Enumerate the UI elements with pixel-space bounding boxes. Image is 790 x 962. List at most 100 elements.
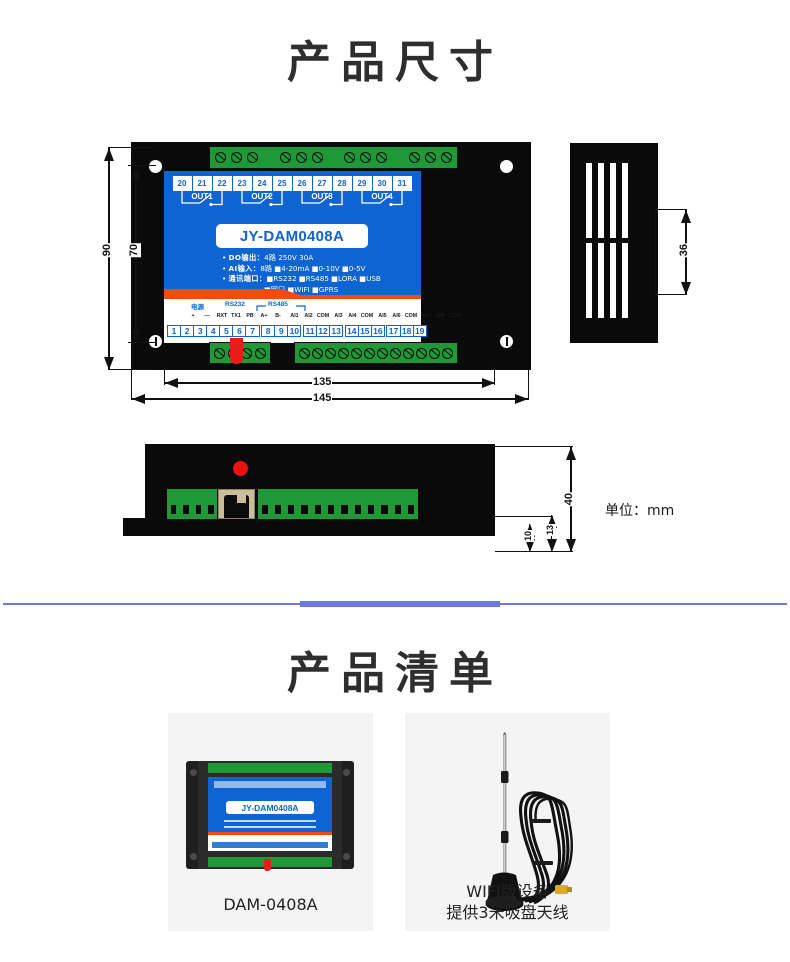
relay-number: 30 — [372, 176, 392, 191]
mini-terminal-top — [208, 763, 332, 773]
pin-group-ai3: 14 15 16 — [344, 325, 385, 337]
group-label-rs232: RS232 — [225, 301, 245, 308]
bottom-terminal-block-right — [294, 342, 458, 364]
device-spec-list: DO输出：4路 250V 30A AI输入：8路 ■4-20mA ■0-10V … — [222, 253, 421, 295]
relay-number: 21 — [192, 176, 212, 191]
relay-number: 22 — [212, 176, 232, 191]
rj45-ethernet-port — [218, 489, 255, 519]
relay-number: 27 — [312, 176, 332, 191]
pin-number: 14 — [344, 325, 359, 337]
pin-label: + — [191, 313, 195, 319]
pin-number: 16 — [370, 325, 385, 337]
mini-red-tab — [264, 859, 271, 871]
pin-label: COM — [360, 313, 374, 319]
spec-key: AI输入： — [228, 263, 261, 273]
spec-value: ■RS232 ■RS485 ■LORA ■USB — [266, 274, 381, 284]
pin-number: 13 — [329, 325, 344, 337]
pin-group-ai4: 17 18 19 — [386, 325, 427, 337]
pin-number: 4 — [206, 325, 221, 337]
pin-label: TX1 — [231, 313, 241, 319]
vent-slot — [598, 163, 604, 238]
dimension-value: 145 — [312, 392, 333, 405]
pin-number: 18 — [399, 325, 414, 337]
dimension-value: 10 — [523, 530, 534, 543]
pin-number: 6 — [232, 325, 247, 337]
relay-number: 28 — [332, 176, 352, 191]
group-label-rs485: RS485 — [268, 301, 288, 308]
vent-slot — [586, 243, 592, 318]
vent-slot — [610, 163, 616, 238]
spec-key: DO输出： — [228, 253, 265, 262]
pin-number: 10 — [287, 325, 302, 337]
pin-number: 5 — [219, 325, 234, 337]
front-view-drawing: 20 21 22 23 24 25 26 27 28 29 30 31 — [131, 142, 531, 370]
section-divider — [0, 600, 790, 608]
power-led-indicator — [233, 461, 248, 476]
relay-number: 31 — [392, 176, 412, 191]
red-reset-tab — [230, 338, 243, 364]
pin-group-ai2: 11 12 13 — [302, 325, 344, 337]
relay-number: 26 — [292, 176, 312, 191]
pin-label: PB — [246, 313, 254, 319]
relay-group-label: OUT1 — [191, 192, 213, 201]
edge-view-drawing — [123, 444, 495, 552]
relay-group-label: OUT2 — [251, 192, 273, 201]
product-caption-device: DAM-0408A — [223, 895, 318, 914]
dimension-value: 70 — [128, 243, 141, 258]
relay-number: 24 — [252, 176, 272, 191]
pin-number: 9 — [274, 325, 289, 337]
relay-group-label: OUT3 — [311, 192, 333, 201]
pin-number: 11 — [302, 325, 318, 337]
pin-label: COM — [316, 313, 330, 319]
pin-number: 19 — [412, 325, 427, 337]
spec-row: ■网口 ■WIFI ■GPRS — [222, 285, 421, 296]
pin-label: AI5 — [378, 313, 387, 319]
relay-number: 20 — [172, 176, 192, 191]
relay-group-label: OUT4 — [371, 192, 393, 201]
pin-label: AI6 — [392, 313, 401, 319]
pin-group-comm: 1 2 3 4 5 6 7 — [166, 325, 260, 337]
pin-number: 8 — [261, 325, 276, 337]
spec-value: 8路 ■4-20mA ■0-10V ■0-5V — [260, 263, 366, 273]
dimension-value: 13 — [545, 524, 556, 537]
relay-contact-diagram — [181, 191, 403, 207]
page-title-dimensions: 产品尺寸 — [287, 37, 503, 88]
vent-slot — [598, 243, 604, 318]
pin-number-row: 1 2 3 4 5 6 7 8 9 10 11 12 13 — [166, 325, 429, 337]
dimension-value: 90 — [101, 243, 114, 258]
antenna-image — [485, 732, 573, 911]
spec-value: ■网口 ■WIFI ■GPRS — [264, 284, 339, 294]
pin-number: 12 — [315, 325, 331, 337]
edge-terminal-left — [167, 489, 217, 519]
pin-label: RXT — [216, 313, 228, 319]
relay-terminal-numbers: 20 21 22 23 24 25 26 27 28 29 30 31 — [172, 176, 412, 191]
pin-label: AI4 — [348, 313, 357, 319]
pin-label: A+ — [260, 313, 268, 319]
product-card-antenna — [405, 713, 610, 931]
device-model-badge: JY-DAM0408A — [216, 224, 368, 248]
spec-key: 通讯端口： — [228, 274, 267, 284]
edge-foot — [123, 518, 495, 536]
spec-row: AI输入：8路 ■4-20mA ■0-10V ■0-5V — [222, 264, 421, 275]
rs485-bracket-icon — [256, 305, 306, 311]
page-title-list: 产品清单 — [287, 648, 503, 699]
relay-number: 23 — [232, 176, 252, 191]
pin-number: 1 — [166, 325, 182, 337]
screw-hole — [149, 160, 162, 173]
spec-row: 通讯端口：■RS232 ■RS485 ■LORA ■USB — [222, 274, 421, 285]
pin-label: AI8 — [436, 313, 445, 319]
pin-number: 17 — [386, 325, 401, 337]
top-terminal-block — [209, 146, 458, 169]
mini-model-badge: JY-DAM0408A — [226, 801, 314, 814]
mini-mount-ear — [338, 761, 354, 869]
edge-terminal-right — [258, 489, 418, 519]
device-label-panel: 20 21 22 23 24 25 26 27 28 29 30 31 — [164, 171, 421, 299]
pin-label: AI3 — [334, 313, 343, 319]
antenna-caption-line2: 提供3米吸盘天线 — [446, 903, 569, 922]
unit-note: 单位：mm — [605, 503, 675, 519]
pin-number: 15 — [357, 325, 372, 337]
screw-hole — [500, 335, 513, 348]
pin-label: COM — [448, 313, 462, 319]
relay-number: 25 — [272, 176, 292, 191]
